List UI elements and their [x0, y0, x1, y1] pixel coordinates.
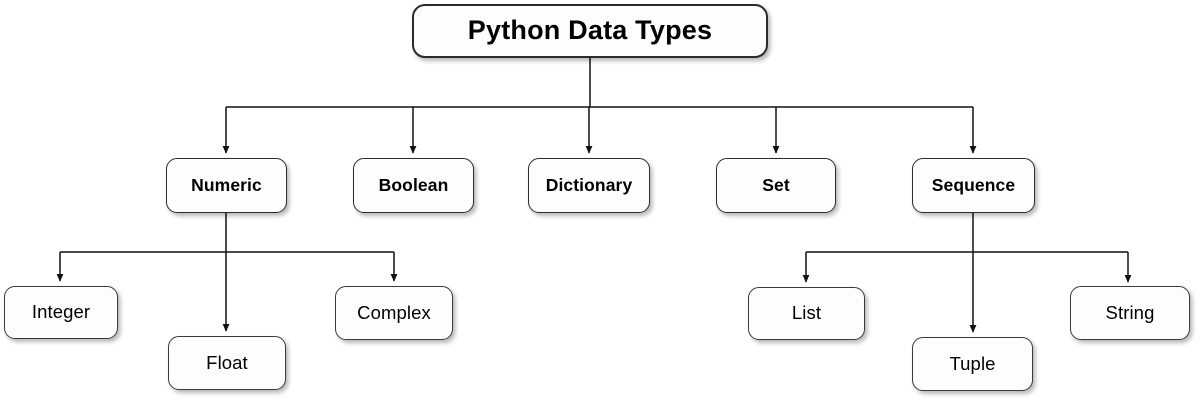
node-list-label: List: [791, 302, 822, 324]
node-string[interactable]: String: [1070, 286, 1190, 340]
node-string-label: String: [1105, 301, 1155, 323]
node-integer-label: Integer: [31, 301, 91, 323]
node-sequence-label: Sequence: [931, 174, 1016, 195]
node-float[interactable]: Float: [168, 336, 286, 390]
node-integer[interactable]: Integer: [4, 286, 118, 339]
node-complex-label: Complex: [357, 301, 431, 323]
node-boolean-label: Boolean: [378, 174, 449, 195]
node-numeric[interactable]: Numeric: [166, 158, 287, 213]
node-tuple[interactable]: Tuple: [912, 337, 1033, 391]
node-list[interactable]: List: [748, 287, 865, 340]
node-complex[interactable]: Complex: [335, 286, 453, 340]
node-root[interactable]: Python Data Types: [412, 4, 768, 58]
node-sequence[interactable]: Sequence: [912, 158, 1035, 213]
node-root-label: Python Data Types: [467, 15, 713, 46]
node-set-label: Set: [762, 174, 790, 195]
node-dictionary-label: Dictionary: [545, 174, 633, 195]
node-dictionary[interactable]: Dictionary: [528, 158, 650, 213]
node-set[interactable]: Set: [716, 158, 836, 213]
node-numeric-label: Numeric: [191, 174, 262, 195]
node-float-label: Float: [206, 351, 248, 373]
node-boolean[interactable]: Boolean: [353, 158, 474, 213]
node-tuple-label: Tuple: [949, 352, 996, 374]
